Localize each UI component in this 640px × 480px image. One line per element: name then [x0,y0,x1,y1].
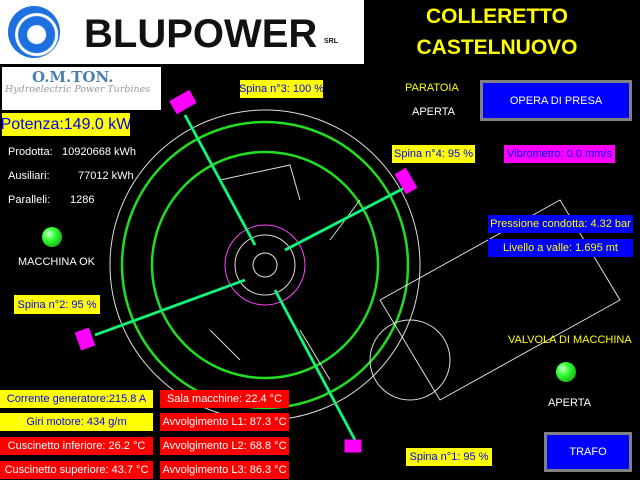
paratoia-label: PARATOIA [405,82,459,94]
spina-2-readout: Spina n°2: 95 % [14,295,100,314]
pressure-readout: Pressione condotta: 4.32 bar [488,215,633,233]
valve-open-lamp-icon [556,362,576,382]
spina-4-readout: Spina n°4: 95 % [392,145,475,163]
power-readout: Potenza:149.0 kW [1,113,131,136]
machine-status-label: MACCHINA OK [18,256,96,268]
winding-l3-temp: Avvolgimento L3: 86.3 °C [160,461,289,479]
counter-value-paralleli: 1286 [70,194,95,206]
plant-title-line2: CASTELNUOVO [416,36,578,59]
plant-title-line1: COLLERETTO [426,5,568,28]
counter-label-ausiliari: Ausiliari: [8,170,50,182]
counter-label-prodotta: Prodotta: [8,146,53,158]
valve-label: VALVOLA DI MACCHINA [508,334,632,346]
winding-l2-temp: Avvolgimento L2: 68.8 °C [160,437,289,455]
blupower-logo: BLUPOWER SRL [0,0,364,64]
omton-name: O.M.TON. [32,68,114,86]
brand-name: BLUPOWER [84,12,318,56]
valve-state: APERTA [548,397,591,409]
motor-rpm-readout: Giri motore: 434 g/m [0,413,153,431]
counter-value-ausiliari: 77012 kWh [78,170,134,182]
winding-l1-temp: Avvolgimento L1: 87.3 °C [160,413,289,431]
omton-subtitle: Hydroelectric Power Turbines [5,84,151,95]
machine-room-temp: Sala macchine: 22.4 °C [160,390,289,408]
opera-di-presa-button[interactable]: OPERA DI PRESA [480,80,632,121]
generator-current-readout: Corrente generatore:215.8 A [0,390,153,408]
counter-label-paralleli: Paralleli: [8,194,51,206]
spina-1-readout: Spina n°1: 95 % [406,448,492,466]
wave-logo-icon [8,6,60,58]
omton-logo: O.M.TON. Hydroelectric Power Turbines [2,67,161,110]
vibrometer-readout: Vibrometro: 0.0 mm/s [504,145,615,163]
brand-suffix: SRL [324,38,338,45]
upper-bearing-temp: Cuscinetto superiore: 43.7 °C [0,461,153,479]
paratoia-state: APERTA [412,106,455,118]
trafo-button[interactable]: TRAFO [544,432,632,472]
level-readout: Livello a valle: 1.695 mt [488,239,633,257]
counter-value-prodotta: 10920668 kWh [62,146,136,158]
lower-bearing-temp: Cuscinetto inferiore: 26.2 °C [0,437,153,455]
spina-3-readout: Spina n°3: 100 % [239,80,324,98]
machine-ok-lamp-icon [42,227,62,247]
